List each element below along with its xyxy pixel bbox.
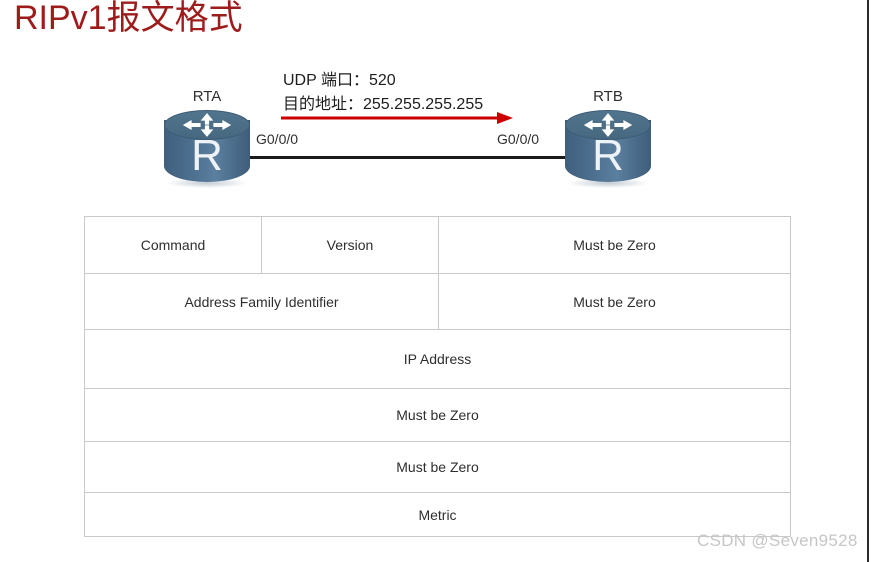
field-must-be-zero-4: Must be Zero bbox=[83, 441, 792, 493]
right-border-rule bbox=[867, 0, 869, 562]
router-letter-rtb: R bbox=[592, 131, 624, 180]
packet-flow-arrow-icon bbox=[281, 112, 513, 124]
router-rtb: RTB R bbox=[562, 88, 654, 190]
interface-label-rtb: G0/0/0 bbox=[497, 131, 540, 147]
page-title: RIPv1报文格式 bbox=[14, 0, 243, 37]
field-must-be-zero-3: Must be Zero bbox=[83, 388, 792, 442]
table-row: Must be Zero bbox=[83, 388, 792, 442]
table-row: Must be Zero bbox=[83, 441, 792, 493]
router-rta: RTA R bbox=[161, 88, 253, 190]
annotation-destination-address: 目的地址：255.255.255.255 bbox=[283, 96, 484, 113]
interface-label-rta: G0/0/0 bbox=[256, 131, 299, 147]
table-row: Address Family Identifier Must be Zero bbox=[84, 273, 792, 330]
router-label-rtb: RTB bbox=[593, 88, 623, 105]
field-metric: Metric bbox=[83, 492, 792, 537]
table-row: IP Address bbox=[83, 329, 792, 389]
router-link-line bbox=[250, 156, 565, 159]
rip-packet-format-table: Command Version Must be Zero Address Fam… bbox=[83, 216, 792, 537]
router-shadow bbox=[167, 178, 247, 188]
field-address-family-identifier: Address Family Identifier bbox=[84, 273, 439, 330]
router-arrows-icon bbox=[182, 113, 232, 137]
router-letter-rta: R bbox=[191, 131, 223, 180]
table-row: Command Version Must be Zero bbox=[84, 216, 792, 274]
network-topology-diagram: UDP 端口：520 目的地址：255.255.255.255 G0/0/0 G… bbox=[0, 0, 881, 205]
watermark: CSDN @Seven9528 bbox=[697, 531, 858, 550]
table-row: Metric bbox=[83, 492, 792, 537]
field-version: Version bbox=[261, 216, 439, 274]
router-arrows-icon bbox=[583, 113, 633, 137]
field-must-be-zero-1: Must be Zero bbox=[437, 216, 792, 274]
field-command: Command bbox=[84, 216, 262, 274]
field-ip-address: IP Address bbox=[83, 329, 792, 389]
router-label-rta: RTA bbox=[192, 88, 222, 105]
field-must-be-zero-2: Must be Zero bbox=[437, 273, 792, 330]
router-shadow bbox=[568, 178, 648, 188]
annotation-udp-port: UDP 端口：520 bbox=[283, 72, 396, 89]
